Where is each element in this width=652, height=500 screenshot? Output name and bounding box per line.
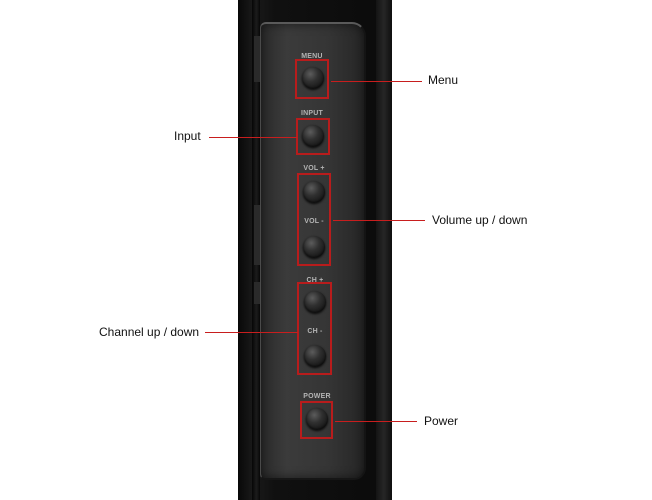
channel-buttons-highlight [297, 282, 332, 375]
power-leader-line [335, 421, 417, 422]
menu-leader-line [331, 81, 422, 82]
menu-button-label: MENU [301, 53, 323, 60]
power-button[interactable] [306, 408, 328, 430]
volume-down-button-label: VOL - [304, 218, 324, 225]
power-button-highlight [300, 401, 333, 439]
input-button-label: INPUT [301, 110, 323, 117]
input-callout-label: Input [174, 129, 201, 143]
volume-callout-label: Volume up / down [432, 213, 528, 227]
tv-side-notch [254, 205, 260, 265]
input-leader-line [209, 137, 297, 138]
input-button[interactable] [302, 125, 324, 147]
menu-button[interactable] [302, 67, 324, 89]
tv-side-edge [376, 0, 392, 500]
volume-leader-line [333, 220, 425, 221]
channel-callout-label: Channel up / down [99, 325, 200, 339]
channel-down-button[interactable] [304, 345, 326, 367]
volume-down-button[interactable] [303, 236, 325, 258]
power-callout-label: Power [424, 414, 459, 428]
channel-down-button-label: CH - [307, 328, 323, 335]
power-button-label: POWER [303, 393, 331, 400]
menu-callout-label: Menu [428, 73, 459, 87]
input-button-highlight [296, 118, 330, 155]
tv-side-notch [254, 282, 260, 304]
volume-buttons-highlight [297, 173, 331, 266]
channel-leader-line [205, 332, 298, 333]
menu-button-highlight [295, 59, 329, 99]
tv-side-notch [254, 36, 260, 82]
channel-up-button-label: CH + [306, 277, 324, 284]
volume-up-button-label: VOL + [303, 165, 325, 172]
channel-up-button[interactable] [304, 291, 326, 313]
volume-up-button[interactable] [303, 181, 325, 203]
